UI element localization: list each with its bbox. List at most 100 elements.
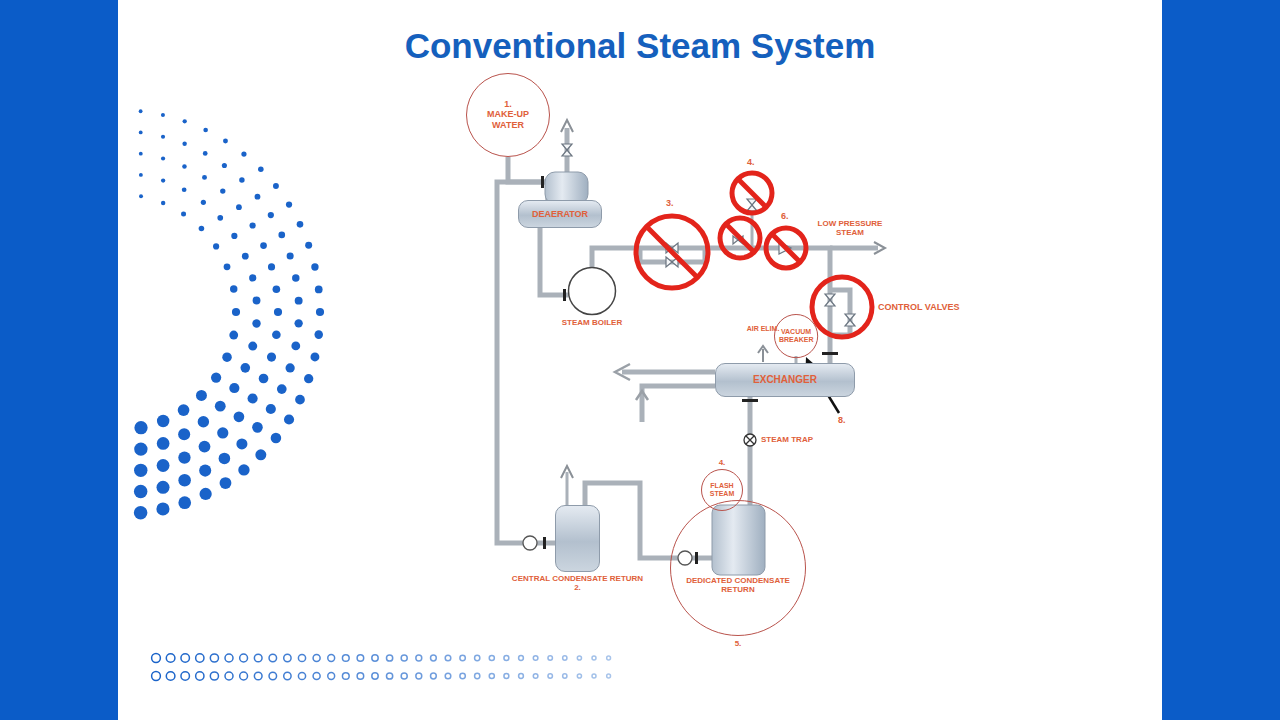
flange-mark <box>822 352 838 355</box>
decor-dot <box>259 374 269 384</box>
node-label: 5. <box>735 639 742 648</box>
decor-dot <box>134 506 148 520</box>
decor-dot <box>254 672 262 680</box>
decor-dot <box>386 673 392 679</box>
decor-dot <box>229 383 239 393</box>
decor-dot <box>240 654 248 662</box>
pipe-label: LOW PRESSURE STEAM <box>805 219 895 237</box>
decor-dot <box>286 201 292 207</box>
decor-dot <box>294 319 302 327</box>
decor-dot <box>238 464 249 475</box>
inlet-arrow <box>636 391 648 400</box>
pipe-connector <box>508 157 548 200</box>
decor-dot <box>372 673 378 679</box>
side-bar <box>0 0 118 720</box>
low-pressure-pipe <box>830 246 878 251</box>
decor-dot <box>284 414 294 424</box>
decor-dot <box>298 672 305 679</box>
decor-dot <box>134 485 148 499</box>
decor-dot <box>161 178 165 182</box>
decor-dot <box>182 142 186 146</box>
prohibited-sign <box>720 218 760 258</box>
decor-dot <box>310 352 319 361</box>
decor-dot <box>316 308 324 316</box>
callout-number: 3. <box>666 198 674 208</box>
steam-boiler: STEAM BOILER <box>568 267 616 315</box>
decor-dot <box>236 204 242 210</box>
text-group: EXCHANGER <box>753 374 817 386</box>
control-valve <box>825 294 835 306</box>
decor-dot <box>199 226 205 232</box>
decor-dot <box>220 188 225 193</box>
node-label: 4. <box>719 458 726 467</box>
decor-dot <box>548 656 552 660</box>
decor-dot <box>489 673 494 678</box>
pipe-connector <box>748 397 753 501</box>
slide-title: Conventional Steam System <box>0 26 1280 66</box>
decor-dot <box>386 655 392 661</box>
decor-dot <box>357 673 364 680</box>
text-group: 5. <box>735 639 742 648</box>
decor-dot <box>278 232 285 239</box>
heat-exchanger: EXCHANGER <box>715 363 855 397</box>
decor-dot <box>220 477 232 489</box>
prohibited-slash <box>647 227 697 277</box>
decor-dot <box>274 308 282 316</box>
decor-dot <box>416 655 422 661</box>
decor-dot <box>219 453 231 465</box>
dedicated-tank <box>712 505 765 575</box>
decor-dot <box>178 404 190 416</box>
decor-dot <box>242 253 249 260</box>
decor-dot <box>240 672 248 680</box>
callout-number: 6. <box>781 211 789 221</box>
decor-dot <box>202 175 207 180</box>
decor-dot <box>254 654 262 662</box>
decor-dot <box>328 673 335 680</box>
decor-dot <box>563 656 567 660</box>
decor-dot <box>236 438 247 449</box>
callout-ring <box>702 470 743 511</box>
decor-dot <box>156 502 169 515</box>
callout-circle: 4.FLASH STEAM <box>701 469 743 511</box>
decor-dot <box>342 673 349 680</box>
decor-dot <box>152 654 161 663</box>
relief-valve <box>747 199 757 211</box>
decor-dot <box>166 672 175 681</box>
node-label: EXCHANGER <box>753 374 817 386</box>
decor-dot <box>284 672 291 679</box>
node-label: CENTRAL CONDENSATE RETURN <box>512 574 643 583</box>
decor-dot <box>253 297 261 305</box>
decor-dot <box>234 411 245 422</box>
decor-dot <box>533 674 538 679</box>
decor-dot <box>196 654 204 662</box>
decor-dot <box>252 422 263 433</box>
decor-dot <box>273 183 279 189</box>
decor-dot <box>157 437 170 450</box>
component-label: STEAM TRAP <box>761 435 813 444</box>
decor-dot <box>304 374 313 383</box>
text-group: DEDICATED CONDENSATE RETURN <box>678 576 798 594</box>
prohibited-sign <box>766 228 806 268</box>
decor-dot <box>215 401 226 412</box>
prohibited-slash <box>726 224 754 252</box>
text-group: VACUUM BREAKER <box>779 328 813 344</box>
decor-dot <box>181 211 186 216</box>
decor-dot <box>271 433 282 444</box>
decor-dot <box>268 263 275 270</box>
decor-dot <box>577 674 581 678</box>
callout-ring <box>774 314 817 357</box>
decor-dot <box>217 427 228 438</box>
node-label: STEAM BOILER <box>562 318 622 327</box>
decor-dot <box>504 674 509 679</box>
decor-dot <box>224 263 231 270</box>
vacuum-breaker-stub <box>795 356 798 363</box>
decor-dot <box>277 384 287 394</box>
decor-dot <box>607 656 611 660</box>
decor-dot <box>592 674 596 678</box>
steam-trap-symbol <box>744 434 756 446</box>
decor-dot <box>248 342 257 351</box>
vent-pipe <box>566 472 569 505</box>
decor-dot <box>241 151 246 156</box>
decor-dot <box>203 128 208 133</box>
decor-dot <box>181 672 189 680</box>
